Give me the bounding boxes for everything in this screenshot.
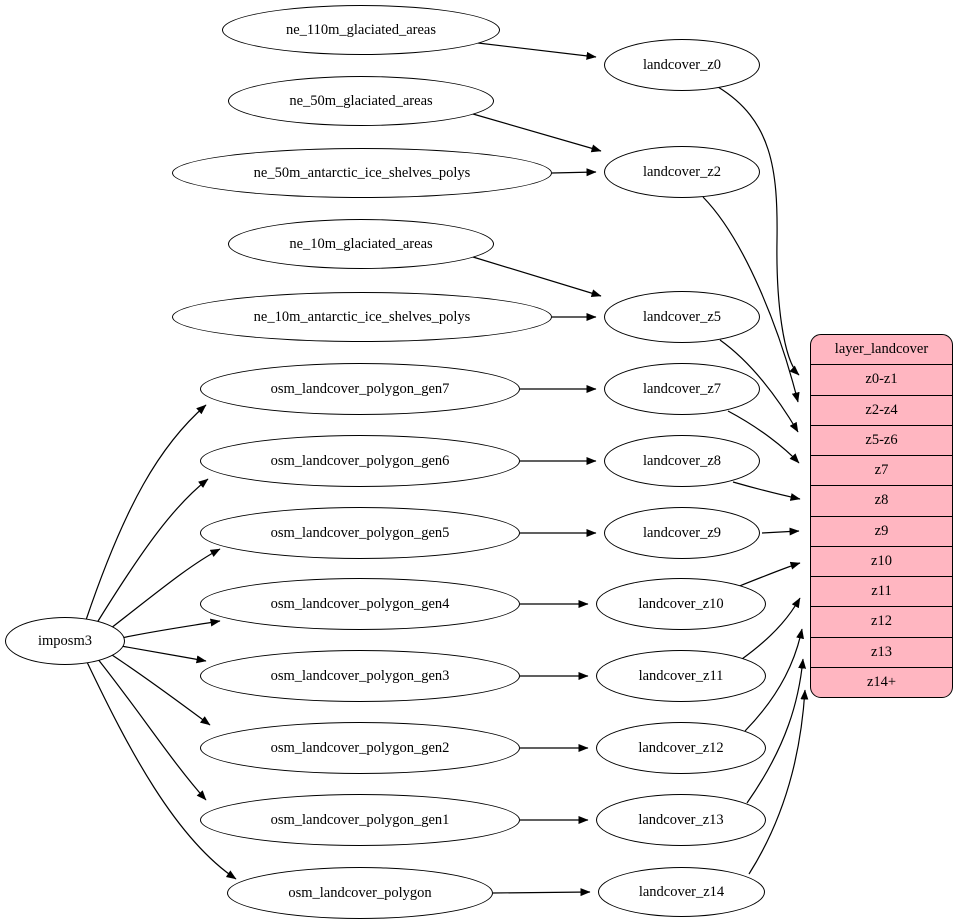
edge-imposm3-gen6 [94, 478, 209, 627]
edge-ne110m-z0 [477, 42, 597, 60]
edge-z12-row [744, 628, 804, 732]
table-row-z8: z8 [811, 485, 952, 515]
edge-polygon-z14 [492, 888, 591, 897]
node-osm-landcover-polygon-gen1: osm_landcover_polygon_gen1 [200, 794, 520, 846]
node-landcover-z10: landcover_z10 [596, 578, 766, 630]
edge-z0-row [717, 86, 800, 376]
node-label: osm_landcover_polygon_gen5 [270, 524, 450, 541]
node-osm-landcover-polygon-gen3: osm_landcover_polygon_gen3 [200, 650, 520, 702]
node-label: landcover_z9 [642, 524, 722, 541]
node-label: ne_10m_glaciated_areas [289, 235, 433, 252]
node-label: landcover_z13 [638, 811, 724, 828]
node-landcover-z2: landcover_z2 [604, 146, 760, 198]
node-label: osm_landcover_polygon_gen1 [270, 811, 450, 828]
node-landcover-z9: landcover_z9 [604, 507, 760, 559]
table-row-z9: z9 [811, 515, 952, 546]
edge-z2-row [702, 196, 800, 403]
node-landcover-z12: landcover_z12 [596, 722, 766, 774]
edge-ne10mg-z5 [472, 256, 602, 298]
edge-imposm3-gen3 [120, 645, 207, 664]
node-label: landcover_z7 [642, 380, 722, 397]
node-ne-50m-antarctic-ice-shelves-polys: ne_50m_antarctic_ice_shelves_polys [172, 148, 552, 198]
node-osm-landcover-polygon-gen6: osm_landcover_polygon_gen6 [200, 435, 520, 487]
node-label: osm_landcover_polygon_gen2 [270, 739, 450, 756]
table-row-z0-z1: z0-z1 [811, 364, 952, 394]
edge-imposm3-gen1 [96, 657, 207, 801]
edge-z9-row [761, 527, 800, 536]
node-landcover-z13: landcover_z13 [596, 794, 766, 846]
node-label: ne_50m_antarctic_ice_shelves_polys [253, 164, 471, 181]
edge-imposm3-gen5 [105, 548, 221, 633]
node-label: osm_landcover_polygon_gen7 [270, 380, 450, 397]
node-landcover-z8: landcover_z8 [604, 435, 760, 487]
node-label: landcover_z0 [642, 56, 722, 73]
edge-z8-row [732, 481, 801, 501]
edge-z14-row [748, 689, 809, 875]
edge-imposm3-gen2 [108, 652, 211, 726]
node-osm-landcover-polygon: osm_landcover_polygon [227, 867, 493, 919]
node-label: osm_landcover_polygon_gen4 [270, 595, 450, 612]
node-ne-10m-glaciated-areas: ne_10m_glaciated_areas [228, 219, 494, 269]
edge-ne50ma-z2 [551, 168, 597, 177]
edge-imposm3-polygon [86, 661, 237, 880]
node-label: ne_50m_glaciated_areas [289, 92, 433, 109]
edge-imposm3-gen4 [120, 618, 221, 639]
node-osm-landcover-polygon-gen7: osm_landcover_polygon_gen7 [200, 363, 520, 415]
node-osm-landcover-polygon-gen2: osm_landcover_polygon_gen2 [200, 722, 520, 774]
node-label: landcover_z8 [642, 452, 722, 469]
node-ne-10m-antarctic-ice-shelves-polys: ne_10m_antarctic_ice_shelves_polys [172, 292, 552, 342]
node-label: landcover_z2 [642, 163, 722, 180]
table-row-z10: z10 [811, 545, 952, 576]
node-label: landcover_z10 [638, 595, 724, 612]
table-row-z2-z4: z2-z4 [811, 394, 952, 425]
node-landcover-z14: landcover_z14 [598, 867, 765, 917]
table-row-z11: z11 [811, 576, 952, 606]
node-label: landcover_z12 [638, 739, 724, 756]
node-landcover-z7: landcover_z7 [604, 363, 760, 415]
node-landcover-z0: landcover_z0 [604, 39, 760, 91]
node-ne-110m-glaciated-areas: ne_110m_glaciated_areas [222, 5, 500, 55]
table-row-z13: z13 [811, 636, 952, 667]
node-label: landcover_z5 [642, 308, 722, 325]
node-label: osm_landcover_polygon [288, 884, 432, 901]
node-label: osm_landcover_polygon_gen3 [270, 667, 450, 684]
edge-ne50mg-z2 [472, 113, 602, 153]
edge-z7-row [727, 410, 800, 464]
node-imposm3: imposm3 [5, 617, 125, 665]
edge-z13-row [746, 658, 807, 804]
table-layer-landcover: layer_landcover z0-z1 z2-z4 z5-z6 z7 z8 … [810, 334, 953, 698]
node-label: ne_110m_glaciated_areas [285, 21, 437, 38]
node-ne-50m-glaciated-areas: ne_50m_glaciated_areas [228, 76, 494, 126]
table-row-z7: z7 [811, 455, 952, 485]
edge-z10-row [736, 561, 801, 588]
node-label: imposm3 [38, 632, 92, 649]
node-label: osm_landcover_polygon_gen6 [270, 452, 450, 469]
node-osm-landcover-polygon-gen4: osm_landcover_polygon_gen4 [200, 578, 520, 630]
table-row-z5-z6: z5-z6 [811, 424, 952, 455]
edge-imposm3-gen7 [85, 404, 207, 621]
node-label: landcover_z14 [638, 883, 725, 900]
table-row-z12: z12 [811, 606, 952, 636]
edge-z11-row [741, 597, 801, 660]
table-header: layer_landcover [834, 341, 929, 358]
node-landcover-z5: landcover_z5 [604, 291, 760, 343]
node-label: ne_10m_antarctic_ice_shelves_polys [253, 308, 471, 325]
node-osm-landcover-polygon-gen5: osm_landcover_polygon_gen5 [200, 507, 520, 559]
node-landcover-z11: landcover_z11 [596, 650, 766, 702]
table-row-z14plus: z14+ [811, 666, 952, 697]
node-label: landcover_z11 [638, 667, 724, 684]
edge-z5-row [719, 339, 799, 433]
